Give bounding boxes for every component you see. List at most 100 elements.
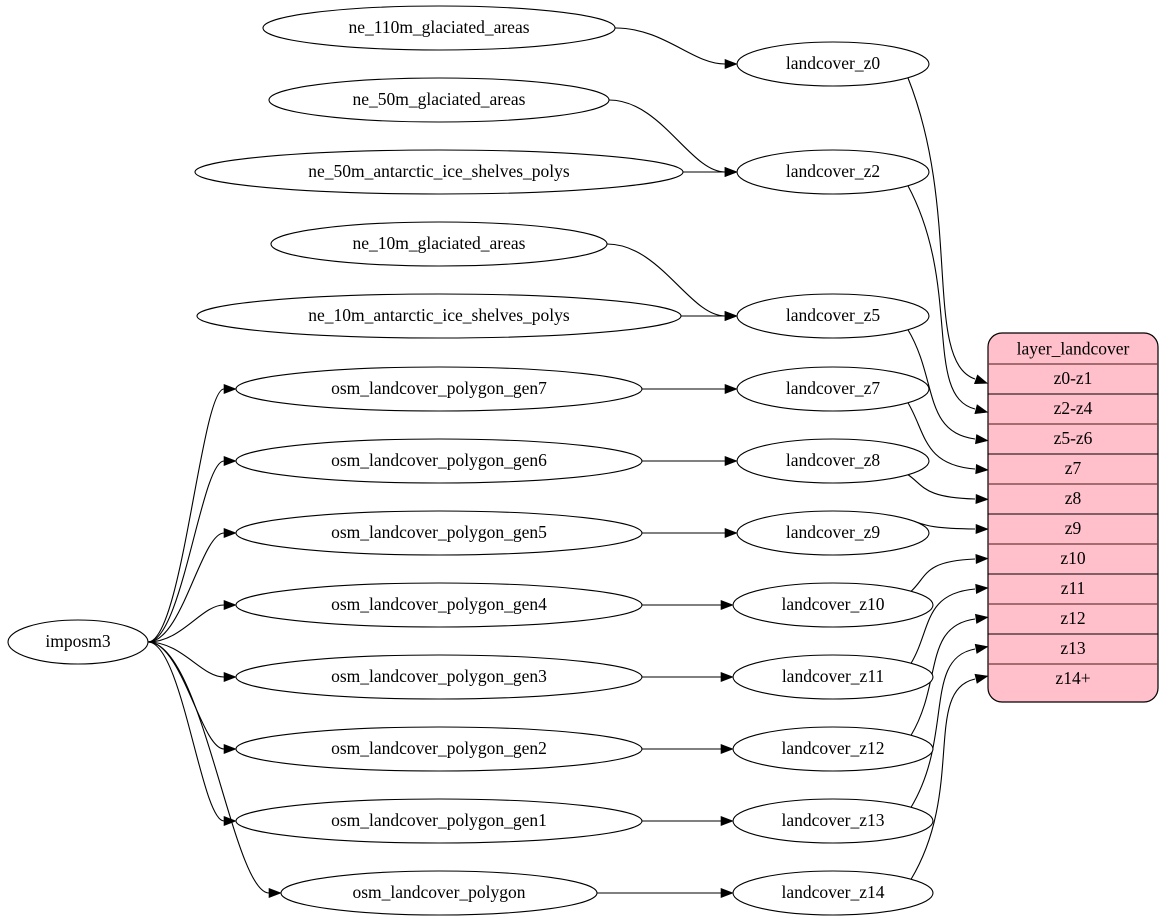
edge-landcover_z12-to-row-z12	[910, 618, 976, 736]
edge-ne_10m_glaciated_areas-to-landcover_z5	[606, 243, 726, 317]
edge-arrowhead	[223, 671, 237, 683]
node-osm_landcover_polygon[interactable]: osm_landcover_polygon	[280, 870, 598, 916]
node-shape-landcover_z2	[736, 149, 930, 195]
node-osm_landcover_polygon_gen6[interactable]: osm_landcover_polygon_gen6	[235, 438, 643, 484]
node-shape-imposm3	[7, 619, 149, 665]
table-body	[987, 332, 1159, 703]
edge-arrowhead	[974, 404, 989, 415]
node-ne_10m_antarctic_ice_shelves_polys[interactable]: ne_10m_antarctic_ice_shelves_polys	[196, 293, 682, 339]
node-osm_landcover_polygon_gen1[interactable]: osm_landcover_polygon_gen1	[235, 798, 643, 844]
node-shape-landcover_z7	[736, 366, 930, 412]
table-row-label[interactable]: z12	[1060, 608, 1085, 628]
edges-layer	[147, 27, 989, 899]
node-landcover_z9[interactable]: landcover_z9	[736, 510, 930, 556]
node-shape-landcover_z9	[736, 510, 930, 556]
edge-arrowhead	[974, 643, 989, 654]
node-osm_landcover_polygon_gen3[interactable]: osm_landcover_polygon_gen3	[235, 654, 643, 700]
node-label-landcover_z8: landcover_z8	[786, 450, 881, 470]
edge-arrowhead	[724, 455, 738, 467]
edge-arrowhead	[223, 527, 237, 539]
node-label-landcover_z13: landcover_z13	[781, 810, 884, 830]
node-shape-landcover_z0	[736, 41, 930, 87]
edge-imposm3-to-osm_landcover_polygon_gen6	[147, 460, 225, 643]
node-landcover_z10[interactable]: landcover_z10	[732, 582, 934, 628]
table-row-label[interactable]: z7	[1065, 458, 1082, 478]
node-shape-osm_landcover_polygon	[280, 870, 598, 916]
node-label-landcover_z0: landcover_z0	[786, 53, 881, 73]
layer-landcover-table-group[interactable]: layer_landcoverz0-z1z2-z4z5-z6z7z8z9z10z…	[987, 332, 1159, 703]
node-landcover_z14[interactable]: landcover_z14	[732, 870, 934, 916]
edge-arrowhead	[975, 464, 989, 475]
table-row-label[interactable]: z2-z4	[1054, 398, 1093, 418]
edge-arrowhead	[720, 743, 734, 755]
node-landcover_z13[interactable]: landcover_z13	[732, 798, 934, 844]
node-label-ne_50m_glaciated_areas: ne_50m_glaciated_areas	[353, 89, 526, 109]
node-label-osm_landcover_polygon_gen1: osm_landcover_polygon_gen1	[331, 810, 547, 830]
node-label-landcover_z10: landcover_z10	[781, 594, 884, 614]
node-label-ne_50m_antarctic_ice_shelves_polys: ne_50m_antarctic_ice_shelves_polys	[308, 161, 570, 181]
node-osm_landcover_polygon_gen4[interactable]: osm_landcover_polygon_gen4	[235, 582, 643, 628]
node-imposm3[interactable]: imposm3	[7, 619, 149, 665]
node-osm_landcover_polygon_gen2[interactable]: osm_landcover_polygon_gen2	[235, 726, 643, 772]
table-row-label[interactable]: z0-z1	[1054, 368, 1093, 388]
node-ne_10m_glaciated_areas[interactable]: ne_10m_glaciated_areas	[270, 221, 608, 267]
edge-arrowhead	[223, 599, 237, 611]
node-label-landcover_z7: landcover_z7	[786, 378, 881, 398]
edge-ne_110m_glaciated_areas-to-landcover_z0	[614, 27, 726, 65]
edge-arrowhead	[720, 599, 734, 611]
node-label-ne_110m_glaciated_areas: ne_110m_glaciated_areas	[348, 17, 529, 37]
edge-imposm3-to-osm_landcover_polygon_gen2	[147, 641, 225, 750]
node-osm_landcover_polygon_gen7[interactable]: osm_landcover_polygon_gen7	[235, 366, 643, 412]
node-landcover_z2[interactable]: landcover_z2	[736, 149, 930, 195]
node-shape-ne_10m_glaciated_areas	[270, 221, 608, 267]
edge-arrowhead	[720, 815, 734, 827]
node-label-landcover_z12: landcover_z12	[781, 738, 884, 758]
node-shape-ne_110m_glaciated_areas	[262, 5, 616, 51]
table-row-label[interactable]: z10	[1060, 548, 1086, 568]
table-row-label[interactable]: z8	[1065, 488, 1082, 508]
edge-landcover_z5-to-row-z5-z6	[907, 329, 976, 440]
node-landcover_z5[interactable]: landcover_z5	[736, 293, 930, 339]
nodes-layer: imposm3 ne_110m_glaciated_areas ne_50m_gla…	[7, 5, 934, 916]
node-osm_landcover_polygon_gen5[interactable]: osm_landcover_polygon_gen5	[235, 510, 643, 556]
table-row-label[interactable]: z9	[1065, 518, 1082, 538]
node-shape-osm_landcover_polygon_gen1	[235, 798, 643, 844]
table-row-label[interactable]: z14+	[1055, 668, 1090, 688]
node-landcover_z7[interactable]: landcover_z7	[736, 366, 930, 412]
edge-arrowhead	[975, 434, 989, 445]
node-shape-ne_50m_antarctic_ice_shelves_polys	[194, 149, 684, 195]
edge-arrowhead	[724, 58, 738, 70]
table-row-label[interactable]: z13	[1060, 638, 1086, 658]
node-landcover_z11[interactable]: landcover_z11	[732, 654, 934, 700]
node-shape-landcover_z11	[732, 654, 934, 700]
edge-imposm3-to-osm_landcover_polygon_gen5	[147, 532, 225, 643]
node-ne_50m_glaciated_areas[interactable]: ne_50m_glaciated_areas	[268, 77, 610, 123]
node-ne_110m_glaciated_areas[interactable]: ne_110m_glaciated_areas	[262, 5, 616, 51]
node-landcover_z12[interactable]: landcover_z12	[732, 726, 934, 772]
edge-arrowhead	[724, 166, 738, 178]
table-row-label[interactable]: z5-z6	[1054, 428, 1093, 448]
node-landcover_z8[interactable]: landcover_z8	[736, 438, 930, 484]
node-shape-osm_landcover_polygon_gen4	[235, 582, 643, 628]
node-label-osm_landcover_polygon_gen2: osm_landcover_polygon_gen2	[331, 738, 547, 758]
edge-landcover_z2-to-row-z2-z4	[907, 185, 976, 410]
node-ne_50m_antarctic_ice_shelves_polys[interactable]: ne_50m_antarctic_ice_shelves_polys	[194, 149, 684, 195]
node-shape-landcover_z10	[732, 582, 934, 628]
edge-arrowhead	[975, 613, 989, 624]
edge-landcover_z14-to-row-z14+	[910, 678, 976, 880]
edge-imposm3-to-osm_landcover_polygon_gen4	[147, 604, 225, 643]
node-shape-landcover_z14	[732, 870, 934, 916]
edge-arrowhead	[223, 383, 237, 395]
table-row-label[interactable]: z11	[1061, 578, 1086, 598]
node-landcover_z0[interactable]: landcover_z0	[736, 41, 930, 87]
edge-arrowhead	[974, 673, 989, 684]
node-shape-osm_landcover_polygon_gen6	[235, 438, 643, 484]
edge-arrowhead	[975, 583, 989, 594]
node-label-ne_10m_antarctic_ice_shelves_polys: ne_10m_antarctic_ice_shelves_polys	[308, 305, 570, 325]
node-label-ne_10m_glaciated_areas: ne_10m_glaciated_areas	[353, 233, 526, 253]
edge-landcover_z11-to-row-z11	[910, 588, 976, 664]
edge-arrowhead	[720, 887, 734, 899]
node-shape-osm_landcover_polygon_gen5	[235, 510, 643, 556]
node-shape-ne_50m_glaciated_areas	[268, 77, 610, 123]
edge-landcover_z13-to-row-z13	[910, 648, 976, 808]
